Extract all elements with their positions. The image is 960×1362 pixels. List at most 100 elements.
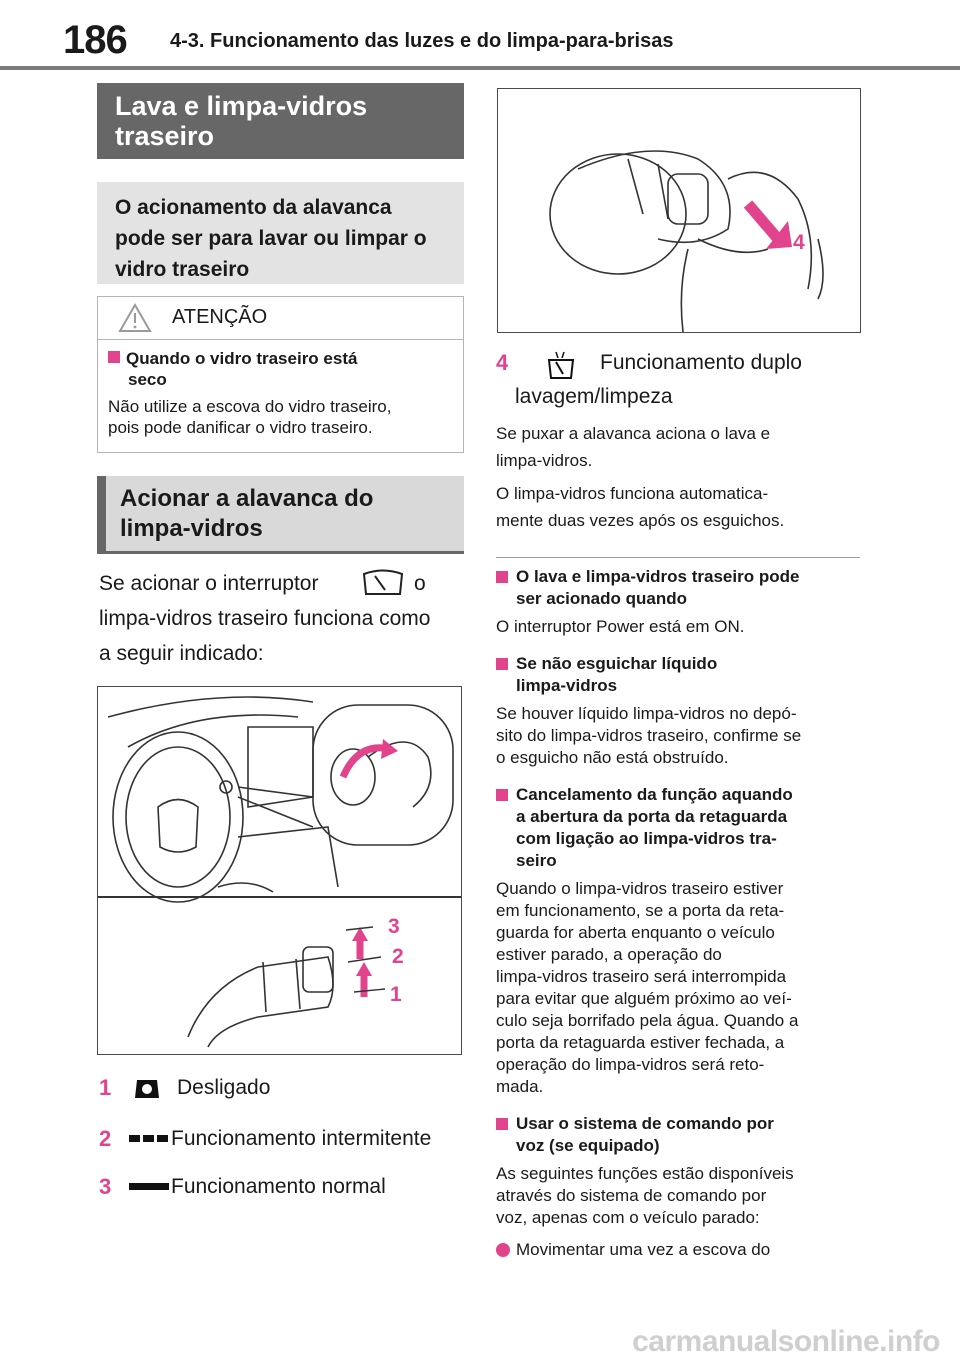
note-heading-line: ser acionado quando (516, 589, 687, 608)
pink-square-bullet-icon (108, 351, 120, 363)
note-item: O lava e limpa-vidros traseiro pode ser … (496, 566, 868, 638)
note-body-line: voz, apenas com o veículo parado: (496, 1208, 760, 1227)
pink-square-bullet-icon (496, 789, 508, 801)
intro-text: Se acionar o interruptor (99, 572, 319, 595)
pink-square-bullet-icon (496, 1118, 508, 1130)
note-body-line: em funcionamento, se a porta da reta- (496, 901, 785, 920)
note-body-line: O interruptor Power está em ON. (496, 617, 745, 636)
figure-label-3: 3 (388, 915, 400, 938)
section-title-lever: Acionar a alavanca do limpa-vidros (97, 476, 464, 554)
caution-title: ATENÇÃO (172, 306, 268, 328)
note-body-line: As seguintes funções estão disponíveis (496, 1164, 794, 1183)
intro-paragraph: Se acionar o interruptor o limpa-vidros … (99, 566, 469, 671)
section-title-line: traseiro (115, 121, 215, 151)
intro-text: o (414, 572, 426, 595)
washer-wiper-icon (547, 351, 575, 379)
note-body-line: o esguicho não está obstruído. (496, 748, 729, 767)
mode-number: 1 (99, 1075, 112, 1100)
pull-lever-illustration: 4 (497, 88, 861, 333)
pink-circle-bullet-icon (496, 1243, 510, 1257)
note-heading-line: com ligação ao limpa-vidros tra- (516, 829, 777, 848)
note-body-line: guarda for aberta enquanto o veículo (496, 923, 775, 942)
note-body-line: operação do limpa-vidros será reto- (496, 1055, 765, 1074)
subheading-line: vidro traseiro (115, 258, 250, 281)
note-body-line: Se houver líquido limpa-vidros no depó- (496, 704, 797, 723)
note-item: Usar o sistema de comando por voz (se eq… (496, 1113, 868, 1229)
off-icon (135, 1080, 159, 1098)
caution-text-line: Não utilize a escova do vidro traseiro, (108, 397, 392, 416)
pink-square-bullet-icon (496, 658, 508, 670)
section-title-line: Acionar a alavanca do (120, 485, 374, 512)
caution-heading-line: seco (128, 370, 167, 389)
note-heading: Cancelamento da função aquando a abertur… (496, 784, 868, 872)
normal-icon (129, 1183, 169, 1190)
note-body-line: culo seja borrifado pela água. Quando a (496, 1011, 799, 1030)
note-heading-line: Se não esguichar líquido (516, 654, 718, 673)
mode-item-2: 2 Funcionamento intermitente (99, 1124, 479, 1156)
caution-heading-line: Quando o vidro traseiro está (126, 349, 358, 368)
figure-label-1: 1 (390, 983, 402, 1006)
figure-label-2: 2 (392, 945, 404, 968)
note-heading-line: limpa-vidros (516, 676, 618, 695)
note-heading-line: Cancelamento da função aquando (516, 785, 793, 804)
mode-label: Funcionamento duplo (600, 351, 802, 374)
header-rule (0, 66, 960, 70)
paragraph-line: mente duas vezes após os esguichos. (496, 511, 785, 530)
mode-label: Funcionamento intermitente (171, 1127, 432, 1150)
note-item: Se não esguichar líquido limpa-vidros Se… (496, 653, 868, 769)
note-heading-line: O lava e limpa-vidros traseiro pode (516, 567, 800, 586)
note-body-line: para evitar que alguém próximo ao veí- (496, 989, 792, 1008)
caution-body: Quando o vidro traseiro está seco Não ut… (98, 340, 463, 446)
mode-number: 4 (496, 350, 509, 375)
note-body-line: limpa-vidros traseiro será interrompida (496, 967, 787, 986)
paragraph-line: Se puxar a alavanca aciona o lava e (496, 424, 771, 443)
note-body-line: através do sistema de comando por (496, 1186, 767, 1205)
caution-header: ATENÇÃO (98, 297, 463, 340)
mode-item-4: 4 Funcionamento duplo lavagem/limpeza (496, 348, 876, 418)
paragraph-line: limpa-vidros. (496, 451, 593, 470)
mode-label: Funcionamento normal (171, 1175, 386, 1198)
note-heading: Se não esguichar líquido limpa-vidros (496, 653, 868, 697)
section-title-line: Lava e limpa-vidros (115, 91, 368, 121)
subheading-line: pode ser para lavar ou limpar o (115, 227, 427, 250)
watermark-text: carmanualsonline.info (632, 1325, 940, 1358)
caution-text-line: pois pode danificar o vidro traseiro. (108, 418, 373, 437)
intro-text: a seguir indicado: (99, 642, 264, 665)
note-heading-line: a abertura da porta da retaguarda (516, 807, 788, 826)
mode-item-3: 3 Funcionamento normal (99, 1172, 479, 1204)
mode-number: 2 (99, 1126, 112, 1151)
subheading-box: O acionamento da alavanca pode ser para … (97, 182, 464, 284)
section-title-rear-washer: Lava e limpa-vidros traseiro (97, 83, 464, 159)
lever-illustration: 3 2 1 (97, 686, 462, 1055)
mode-item-1: 1 Desligado (99, 1073, 479, 1105)
page-number: 186 (63, 18, 128, 62)
note-body-line: porta da retaguarda estiver fechada, a (496, 1033, 785, 1052)
note-heading: O lava e limpa-vidros traseiro pode ser … (496, 566, 868, 610)
notes-section: O lava e limpa-vidros traseiro pode ser … (496, 566, 868, 1261)
note-body-line: estiver parado, a operação do (496, 945, 722, 964)
note-heading: Usar o sistema de comando por voz (se eq… (496, 1113, 868, 1157)
dashboard-lever-drawing (98, 696, 461, 1048)
mode-label: lavagem/limpeza (515, 385, 673, 408)
note-body-line: Quando o limpa-vidros traseiro estiver (496, 879, 784, 898)
bullet-text: Movimentar uma vez a escova do (516, 1240, 771, 1259)
bullet-item: Movimentar uma vez a escova do (496, 1239, 868, 1261)
note-heading-line: seiro (516, 851, 557, 870)
divider (496, 557, 860, 558)
note-heading-line: Usar o sistema de comando por (516, 1114, 774, 1133)
note-body: As seguintes funções estão disponíveis a… (496, 1163, 868, 1229)
caution-box: ATENÇÃO Quando o vidro traseiro está sec… (97, 296, 464, 453)
note-body: Quando o limpa-vidros traseiro estiver e… (496, 878, 868, 1098)
pink-square-bullet-icon (496, 571, 508, 583)
caution-heading: Quando o vidro traseiro está (108, 348, 453, 369)
note-body-line: sito do limpa-vidros traseiro, confirme … (496, 726, 802, 745)
section-title-line: limpa-vidros (120, 515, 263, 542)
intro-text: limpa-vidros traseiro funciona como (99, 607, 431, 630)
rear-wiper-switch-icon (362, 569, 404, 595)
warning-triangle-icon (118, 303, 152, 332)
note-item: Cancelamento da função aquando a abertur… (496, 784, 868, 1098)
mode4-description: Se puxar a alavanca aciona o lava e limp… (496, 420, 866, 534)
note-body: Se houver líquido limpa-vidros no depó- … (496, 703, 868, 769)
note-heading-line: voz (se equipado) (516, 1136, 660, 1155)
figure-label-4: 4 (793, 231, 805, 254)
